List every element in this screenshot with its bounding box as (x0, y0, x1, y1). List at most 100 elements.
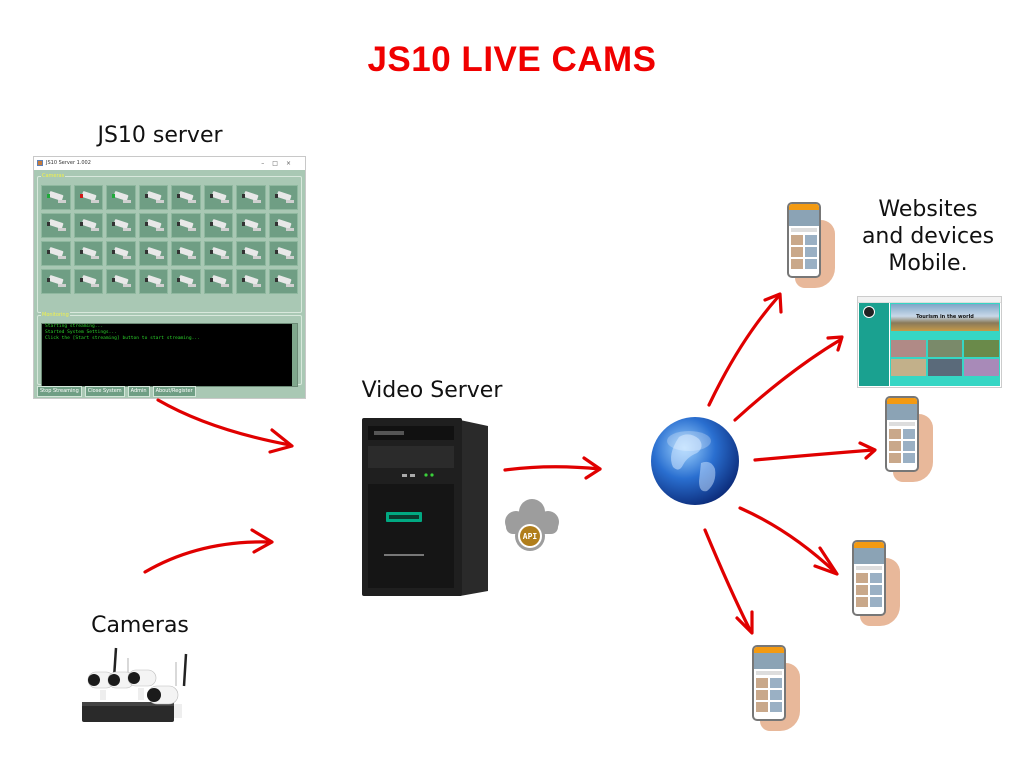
camera-tile[interactable] (41, 241, 71, 266)
mobile-phone-image (752, 645, 800, 731)
camera-tile[interactable] (171, 241, 201, 266)
diagram-title: JS10 LIVE CAMS (367, 40, 657, 79)
camera-status-indicator (144, 194, 148, 198)
camera-mount (253, 284, 261, 287)
camera-mount (123, 200, 131, 203)
camera-tile[interactable] (73, 213, 103, 238)
camera-tile[interactable] (203, 213, 233, 238)
camera-tile[interactable] (268, 185, 298, 210)
camera-tile[interactable] (106, 269, 136, 294)
phone-screen (789, 204, 819, 276)
camera-tile[interactable] (41, 213, 71, 238)
arrow-head (813, 546, 839, 576)
website-logo (863, 306, 875, 318)
camera-status-indicator (242, 250, 245, 254)
camera-status-indicator (144, 278, 148, 282)
arrow-app-to-server (156, 398, 292, 447)
api-cloud-icon: API (505, 499, 559, 551)
api-label: API (523, 532, 538, 541)
camera-tile[interactable] (73, 269, 103, 294)
camera-tile[interactable] (41, 269, 71, 294)
arrow-head (735, 610, 754, 635)
camera-tile[interactable] (138, 269, 168, 294)
website-banner-text: Tourism in the world (916, 314, 974, 320)
camera-tile[interactable] (171, 185, 201, 210)
camera-mount (90, 228, 99, 231)
camera-tile[interactable] (203, 241, 233, 266)
admin-button[interactable]: Admin (127, 386, 150, 397)
camera-tile[interactable] (236, 185, 266, 210)
phone-device (752, 645, 786, 721)
camera-tile[interactable] (106, 185, 136, 210)
close-icon[interactable]: × (285, 160, 299, 167)
camera-tile[interactable] (138, 241, 168, 266)
camera-tile[interactable] (268, 269, 298, 294)
console-scrollbar[interactable] (292, 324, 297, 386)
arrow-to-website (733, 338, 842, 422)
camera-status-indicator (79, 194, 83, 198)
close-system-button[interactable]: Close System (84, 386, 125, 397)
camera-mount (285, 228, 294, 231)
camera-mount (155, 256, 164, 259)
camera-status-indicator (177, 222, 180, 226)
camera-tile[interactable] (138, 185, 168, 210)
camera-status-indicator (47, 222, 50, 226)
camera-tile[interactable] (268, 241, 298, 266)
stop-streaming-button[interactable]: Stop Streaming (37, 386, 82, 397)
cameras-label: Cameras (91, 613, 189, 638)
camera-mount (253, 256, 261, 259)
camera-tile[interactable] (73, 241, 103, 266)
camera-tile[interactable] (236, 213, 266, 238)
arrow-to-phone-4 (703, 528, 752, 632)
camera-mount (90, 256, 99, 259)
maximize-icon[interactable]: □ (272, 160, 286, 167)
camera-tile[interactable] (106, 213, 136, 238)
camera-tile[interactable] (171, 213, 201, 238)
camera-tile[interactable] (236, 241, 266, 266)
camera-tile[interactable] (203, 269, 233, 294)
camera-mount (285, 256, 294, 259)
window-controls[interactable]: –□× (261, 157, 299, 170)
camera-mount (253, 200, 261, 203)
minimize-icon[interactable]: – (261, 160, 273, 167)
camera-mount (90, 284, 99, 287)
app-icon (37, 160, 43, 166)
camera-status-indicator (242, 222, 245, 226)
camera-tile[interactable] (268, 213, 298, 238)
camera-tile[interactable] (138, 213, 168, 238)
window-button-row: Stop Streaming Close System Admin About/… (37, 386, 196, 397)
camera-status-indicator (79, 222, 83, 226)
camera-status-indicator (112, 194, 115, 198)
camera-mount (58, 256, 66, 259)
camera-mount (253, 228, 261, 231)
camera-status-indicator (209, 250, 213, 254)
camera-tile[interactable] (106, 241, 136, 266)
camera-tile[interactable] (236, 269, 266, 294)
camera-tile[interactable] (171, 269, 201, 294)
nvr-box (82, 704, 174, 722)
camera-mount (220, 256, 229, 259)
console-line: Click the [Start streaming] button to st… (45, 336, 200, 341)
website-photo (964, 359, 999, 376)
camera-tile[interactable] (41, 185, 71, 210)
camera-tile[interactable] (73, 185, 103, 210)
camera-tile[interactable] (203, 185, 233, 210)
camera-mount (58, 284, 66, 287)
clients-label-line: Websites (878, 197, 978, 222)
phone-screen (887, 398, 917, 470)
camera-mount (123, 228, 131, 231)
js10-server-window: JS10 Server 1.002 –□× Cameras Monitoring… (33, 156, 306, 399)
camera-status-indicator (242, 278, 245, 282)
camera-status-indicator (112, 278, 115, 282)
camera-mount (123, 256, 131, 259)
about-register-button[interactable]: About/Register (152, 386, 196, 397)
camera-mount (188, 284, 196, 287)
camera-mount (58, 228, 66, 231)
power-led (424, 473, 428, 477)
console-line: Started System Settings... (45, 330, 117, 335)
mobile-phone-image (885, 396, 933, 482)
server-side (460, 420, 488, 596)
camera-mount (90, 200, 99, 203)
camera-status-indicator (112, 250, 115, 254)
cameras-group: Cameras (37, 173, 302, 313)
